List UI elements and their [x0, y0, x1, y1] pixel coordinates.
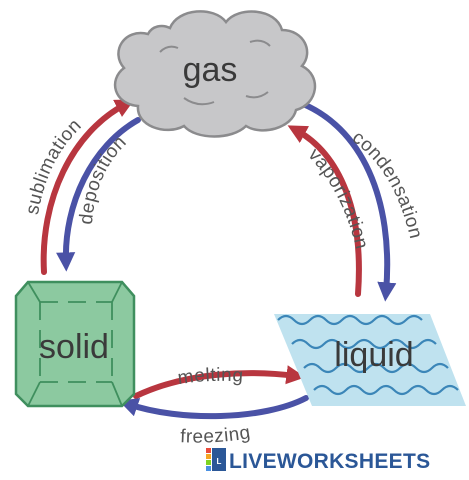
deposition-arrow — [56, 117, 141, 272]
sublimation-arrow — [40, 99, 135, 275]
vaporization-arrow — [287, 125, 362, 297]
solid-label: solid — [39, 328, 109, 366]
liveworksheets-logo: L — [206, 448, 226, 471]
liveworksheets-watermark[interactable]: LIVEWORKSHEETS — [229, 450, 430, 473]
freezing-arrow — [118, 395, 309, 420]
liquid-label: liquid — [334, 336, 413, 374]
svg-text:L: L — [217, 457, 222, 466]
gas-label: gas — [183, 51, 238, 89]
condensation-arrow — [295, 99, 397, 302]
freezing-label: freezing — [180, 422, 252, 447]
liquid-water-icon — [274, 314, 466, 406]
solid-cube-icon — [14, 280, 136, 408]
melting-label: melting — [176, 365, 244, 389]
melting-arrow — [133, 365, 306, 399]
gas-cloud-icon — [113, 10, 317, 138]
